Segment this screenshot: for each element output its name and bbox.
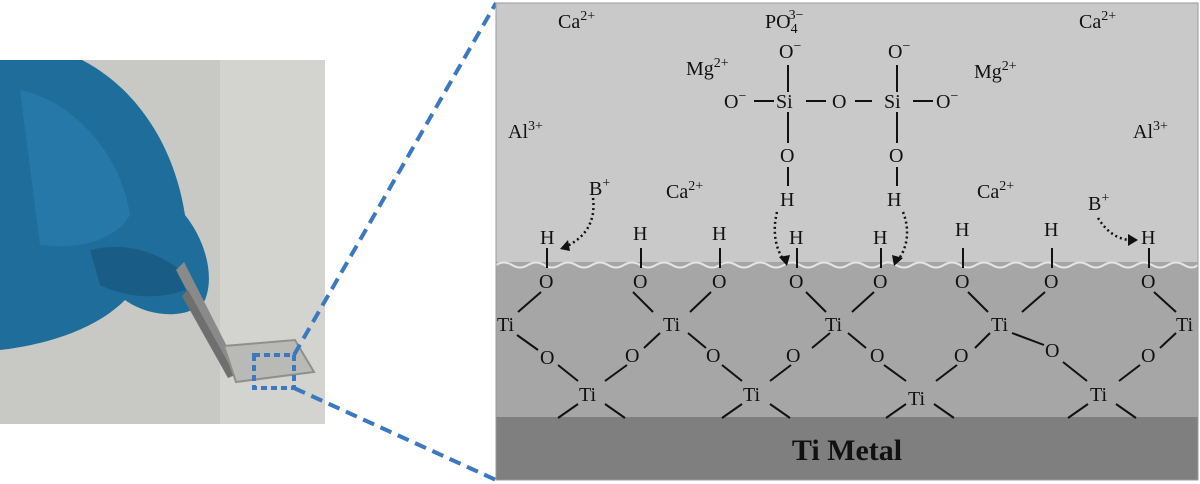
silicate-bridge-o: O	[832, 91, 846, 113]
ti-atom-6: Ti	[579, 384, 597, 406]
surface-h-8: H	[1141, 227, 1155, 249]
surface-o-6: O	[955, 271, 969, 293]
ti-atom-9: Ti	[1090, 384, 1108, 406]
ti-metal-layer	[496, 417, 1198, 480]
sample-photo	[0, 60, 325, 424]
ion-al-right: Al3+	[1133, 119, 1168, 143]
ion-ca-top-right: Ca2+	[1079, 9, 1116, 33]
surface-h-3: H	[712, 223, 726, 245]
ti-atom-1: Ti	[497, 314, 515, 336]
zoom-line-top	[292, 2, 498, 356]
ti-atom-3: Ti	[825, 314, 843, 336]
silicate-oh-o-2: O	[889, 145, 903, 167]
schematic-panel: Ca2+ PO43− Ca2+ Mg2+ Mg2+ Al3+ Al3+ Ca2+…	[495, 2, 1199, 481]
zoom-box	[252, 353, 296, 390]
silicate-oh-h-2: H	[887, 189, 901, 211]
ion-b-right: B+	[1088, 191, 1109, 215]
lattice-o-7: O	[1045, 340, 1059, 362]
lattice-o-6: O	[954, 345, 968, 367]
ti-atom-2: Ti	[663, 314, 681, 336]
silicate-dimer: O− O− O− O− Si Si O O O H H	[724, 39, 958, 211]
surface-o-3: O	[712, 271, 726, 293]
lattice-o-8: O	[1141, 345, 1155, 367]
ti-atom-4: Ti	[991, 314, 1009, 336]
ion-b-left: B+	[589, 176, 610, 200]
lattice-o-3: O	[706, 345, 720, 367]
surface-h-1: H	[540, 227, 554, 249]
ion-mg-right: Mg2+	[974, 59, 1017, 83]
ion-ca-mid-right: Ca2+	[977, 179, 1014, 203]
surface-o-5: O	[873, 271, 887, 293]
silicate-o-minus-right: O−	[936, 89, 958, 113]
silicate-oh-o-1: O	[780, 145, 794, 167]
surface-h-2: H	[633, 223, 647, 245]
surface-h-5: H	[873, 227, 887, 249]
silicate-o-minus-left: O−	[724, 89, 746, 113]
surface-o-2: O	[633, 271, 647, 293]
ti-atom-5: Ti	[1176, 314, 1194, 336]
silicate-o-minus-top-1: O−	[779, 39, 801, 63]
silicate-oh-h-1: H	[780, 189, 794, 211]
ti-atom-8: Ti	[908, 388, 926, 410]
lattice-o-4: O	[786, 345, 800, 367]
ion-ca-mid-left: Ca2+	[666, 179, 703, 203]
surface-h-6: H	[955, 219, 969, 241]
interaction-arrows	[560, 197, 1138, 266]
lattice-o-1: O	[540, 347, 554, 369]
ti-sample-plate	[222, 338, 316, 384]
ion-phosphate: PO43−	[765, 8, 804, 37]
solution-region	[496, 3, 1198, 265]
silicate-o-minus-top-2: O−	[888, 39, 910, 63]
surface-o-4: O	[789, 271, 803, 293]
tio2-network: H H H H H H H H O O O O O O O O Ti Ti Ti…	[497, 219, 1194, 419]
silicate-si-1: Si	[776, 91, 793, 113]
ion-ca-top-left: Ca2+	[558, 9, 595, 33]
oxide-layer	[496, 262, 1198, 417]
ti-metal-label: Ti Metal	[792, 434, 902, 467]
wavy-interface	[495, 261, 1199, 269]
ion-al-left: Al3+	[508, 119, 543, 143]
lattice-o-5: O	[870, 345, 884, 367]
surface-h-4: H	[789, 227, 803, 249]
surface-o-7: O	[1044, 271, 1058, 293]
silicate-si-2: Si	[884, 91, 901, 113]
ti-atom-7: Ti	[743, 384, 761, 406]
ion-mg-left: Mg2+	[686, 56, 729, 80]
surface-o-8: O	[1141, 271, 1155, 293]
surface-h-7: H	[1044, 219, 1058, 241]
lattice-o-2: O	[625, 345, 639, 367]
arrow-b-left	[564, 197, 595, 249]
surface-o-1: O	[539, 271, 553, 293]
